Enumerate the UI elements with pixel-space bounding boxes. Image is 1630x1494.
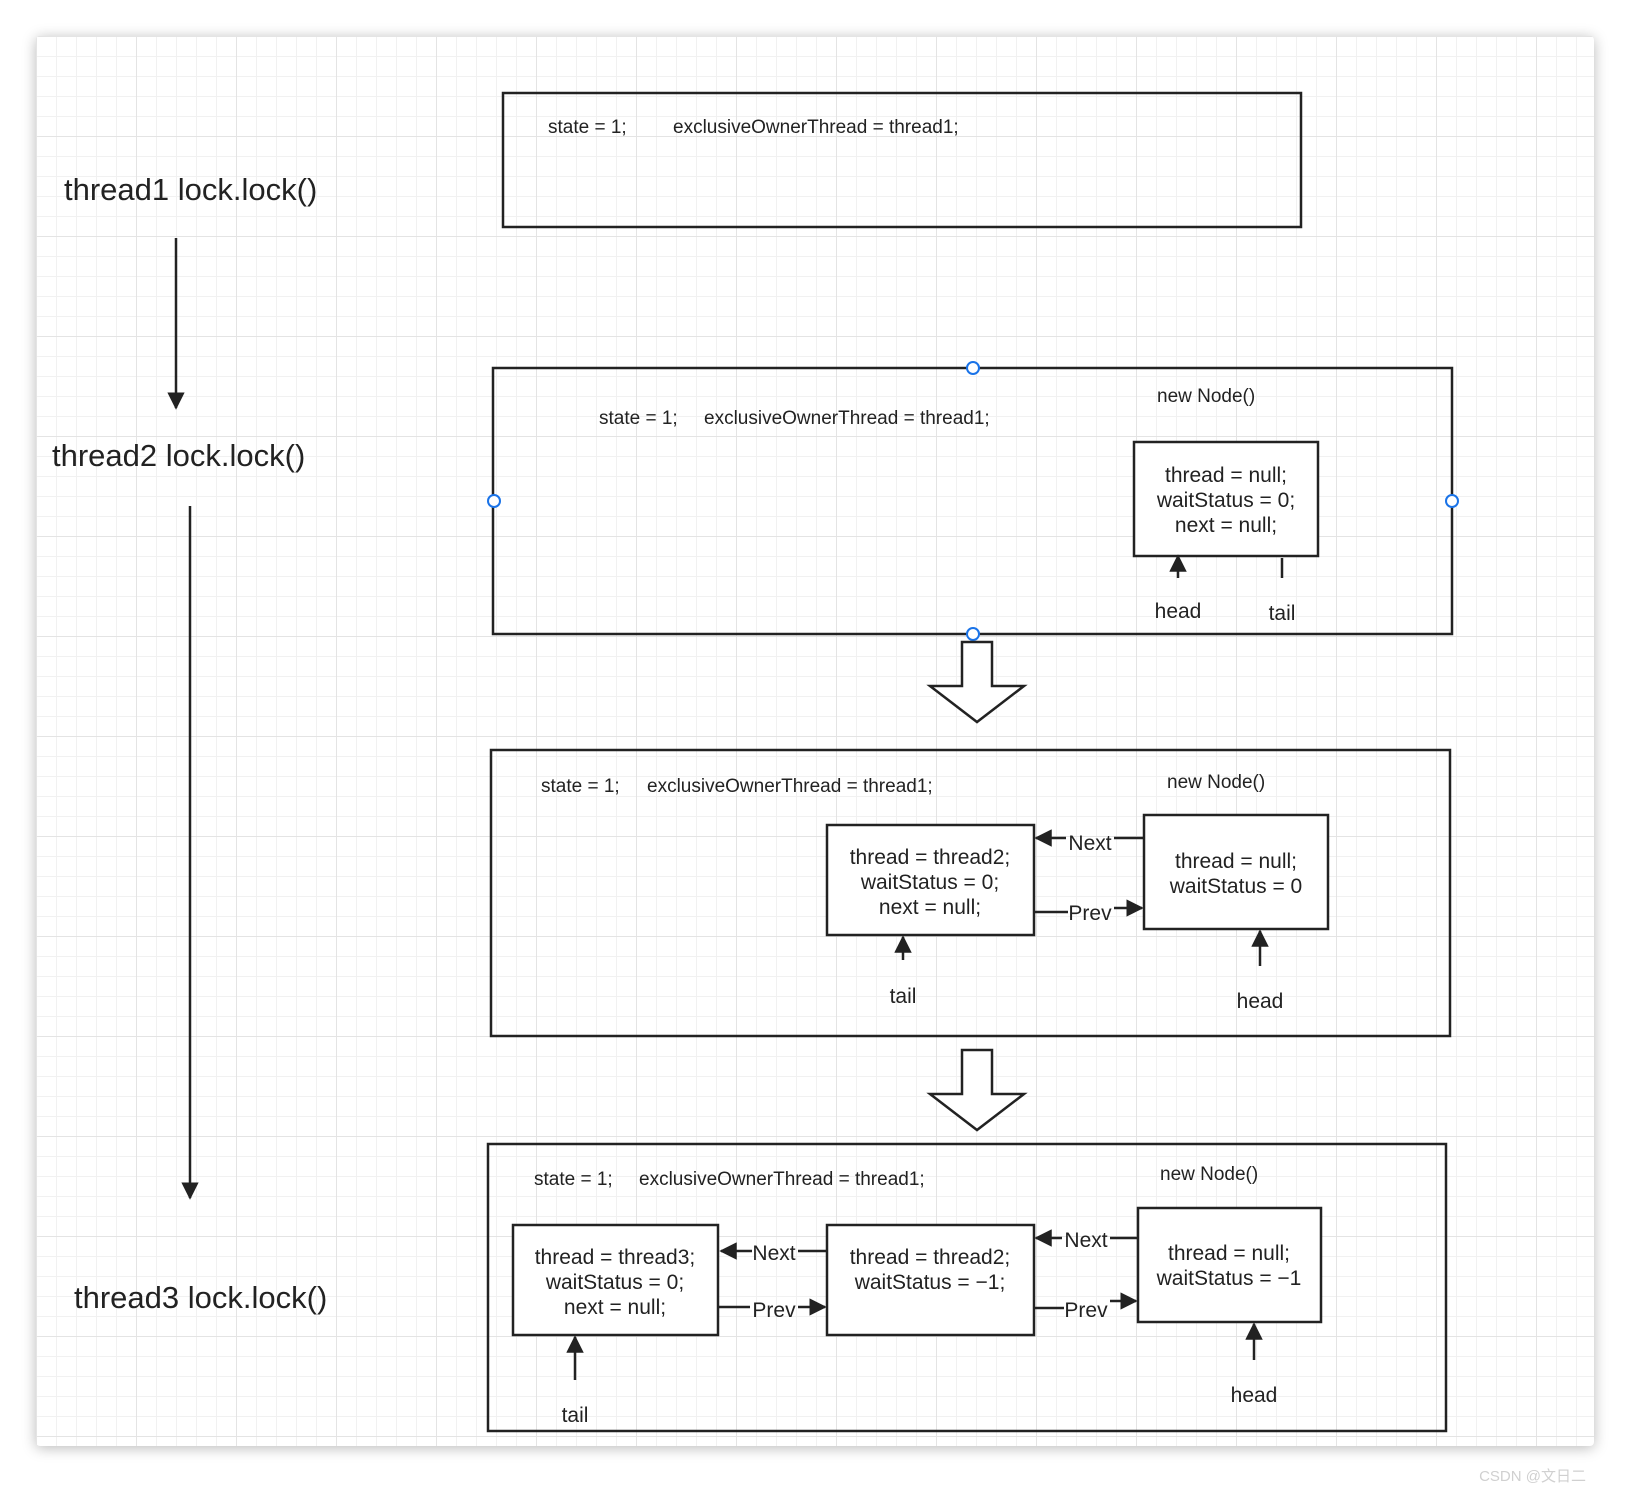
panel-4 [486, 1142, 1448, 1433]
panel-4-new-node-label: new Node() [1160, 1164, 1258, 1185]
transition-arrow-2 [926, 1048, 1028, 1132]
panel-4-node-thread3 [511, 1223, 720, 1337]
next-label: Next [1064, 1229, 1107, 1252]
tail-label: tail [1269, 602, 1296, 625]
prev-label: Prev [752, 1299, 796, 1322]
selection-handle-left[interactable] [487, 494, 501, 508]
panel-2-state: state = 1; [599, 408, 678, 429]
panel-2-new-node-label: new Node() [1157, 386, 1255, 407]
node-field: thread = null; [1165, 464, 1287, 487]
panel-3-new-node-label: new Node() [1167, 772, 1265, 793]
node-field: thread = thread2; [850, 1246, 1011, 1269]
node-field: waitStatus = −1; [854, 1271, 1006, 1294]
selection-handle-top[interactable] [966, 361, 980, 375]
step-label-thread1: thread1 lock.lock() [64, 172, 317, 207]
node-field: thread = thread3; [535, 1246, 696, 1269]
node-field: next = null; [564, 1296, 666, 1319]
panel-3-node-head [1142, 813, 1330, 931]
node-field: waitStatus = −1 [1156, 1267, 1302, 1290]
prev-label: Prev [1064, 1299, 1108, 1322]
panel-2-owner: exclusiveOwnerThread = thread1; [704, 408, 990, 429]
panel-3 [489, 748, 1452, 1038]
next-label: Next [752, 1242, 795, 1265]
step-label-thread3: thread3 lock.lock() [74, 1280, 327, 1315]
step-label-thread2: thread2 lock.lock() [52, 438, 305, 473]
panel-3-owner: exclusiveOwnerThread = thread1; [647, 776, 933, 797]
head-label: head [1231, 1384, 1278, 1407]
panel-2-node [1132, 440, 1320, 558]
panel-4-state: state = 1; [534, 1169, 613, 1190]
prev-label: Prev [1068, 902, 1112, 925]
selection-handle-bottom[interactable] [966, 627, 980, 641]
tail-label: tail [890, 985, 917, 1008]
next-label: Next [1068, 832, 1111, 855]
node-field: next = null; [1175, 514, 1277, 537]
node-field: thread = null; [1175, 850, 1297, 873]
watermark: CSDN @文日二 [1479, 1468, 1586, 1485]
tail-label: tail [562, 1404, 589, 1427]
panel-4-node-head [1136, 1206, 1323, 1324]
selection-handle-right[interactable] [1445, 494, 1459, 508]
node-field: thread = null; [1168, 1242, 1290, 1265]
node-field: next = null; [879, 896, 981, 919]
panel-4-owner: exclusiveOwnerThread = thread1; [639, 1169, 925, 1190]
panel-3-node-thread2 [825, 823, 1036, 937]
diagram-canvas [36, 36, 1594, 1446]
panel-1-state: state = 1; [548, 117, 627, 138]
panel-4-node-thread2 [825, 1223, 1036, 1337]
node-field: waitStatus = 0; [545, 1271, 684, 1294]
node-field: waitStatus = 0; [1156, 489, 1295, 512]
node-field: waitStatus = 0 [1169, 875, 1303, 898]
node-field: waitStatus = 0; [860, 871, 999, 894]
panel-3-state: state = 1; [541, 776, 620, 797]
transition-arrow-1 [926, 640, 1028, 724]
head-label: head [1237, 990, 1284, 1013]
panel-1 [501, 91, 1303, 229]
head-label: head [1155, 600, 1202, 623]
node-field: thread = thread2; [850, 846, 1011, 869]
panel-1-owner: exclusiveOwnerThread = thread1; [673, 117, 959, 138]
